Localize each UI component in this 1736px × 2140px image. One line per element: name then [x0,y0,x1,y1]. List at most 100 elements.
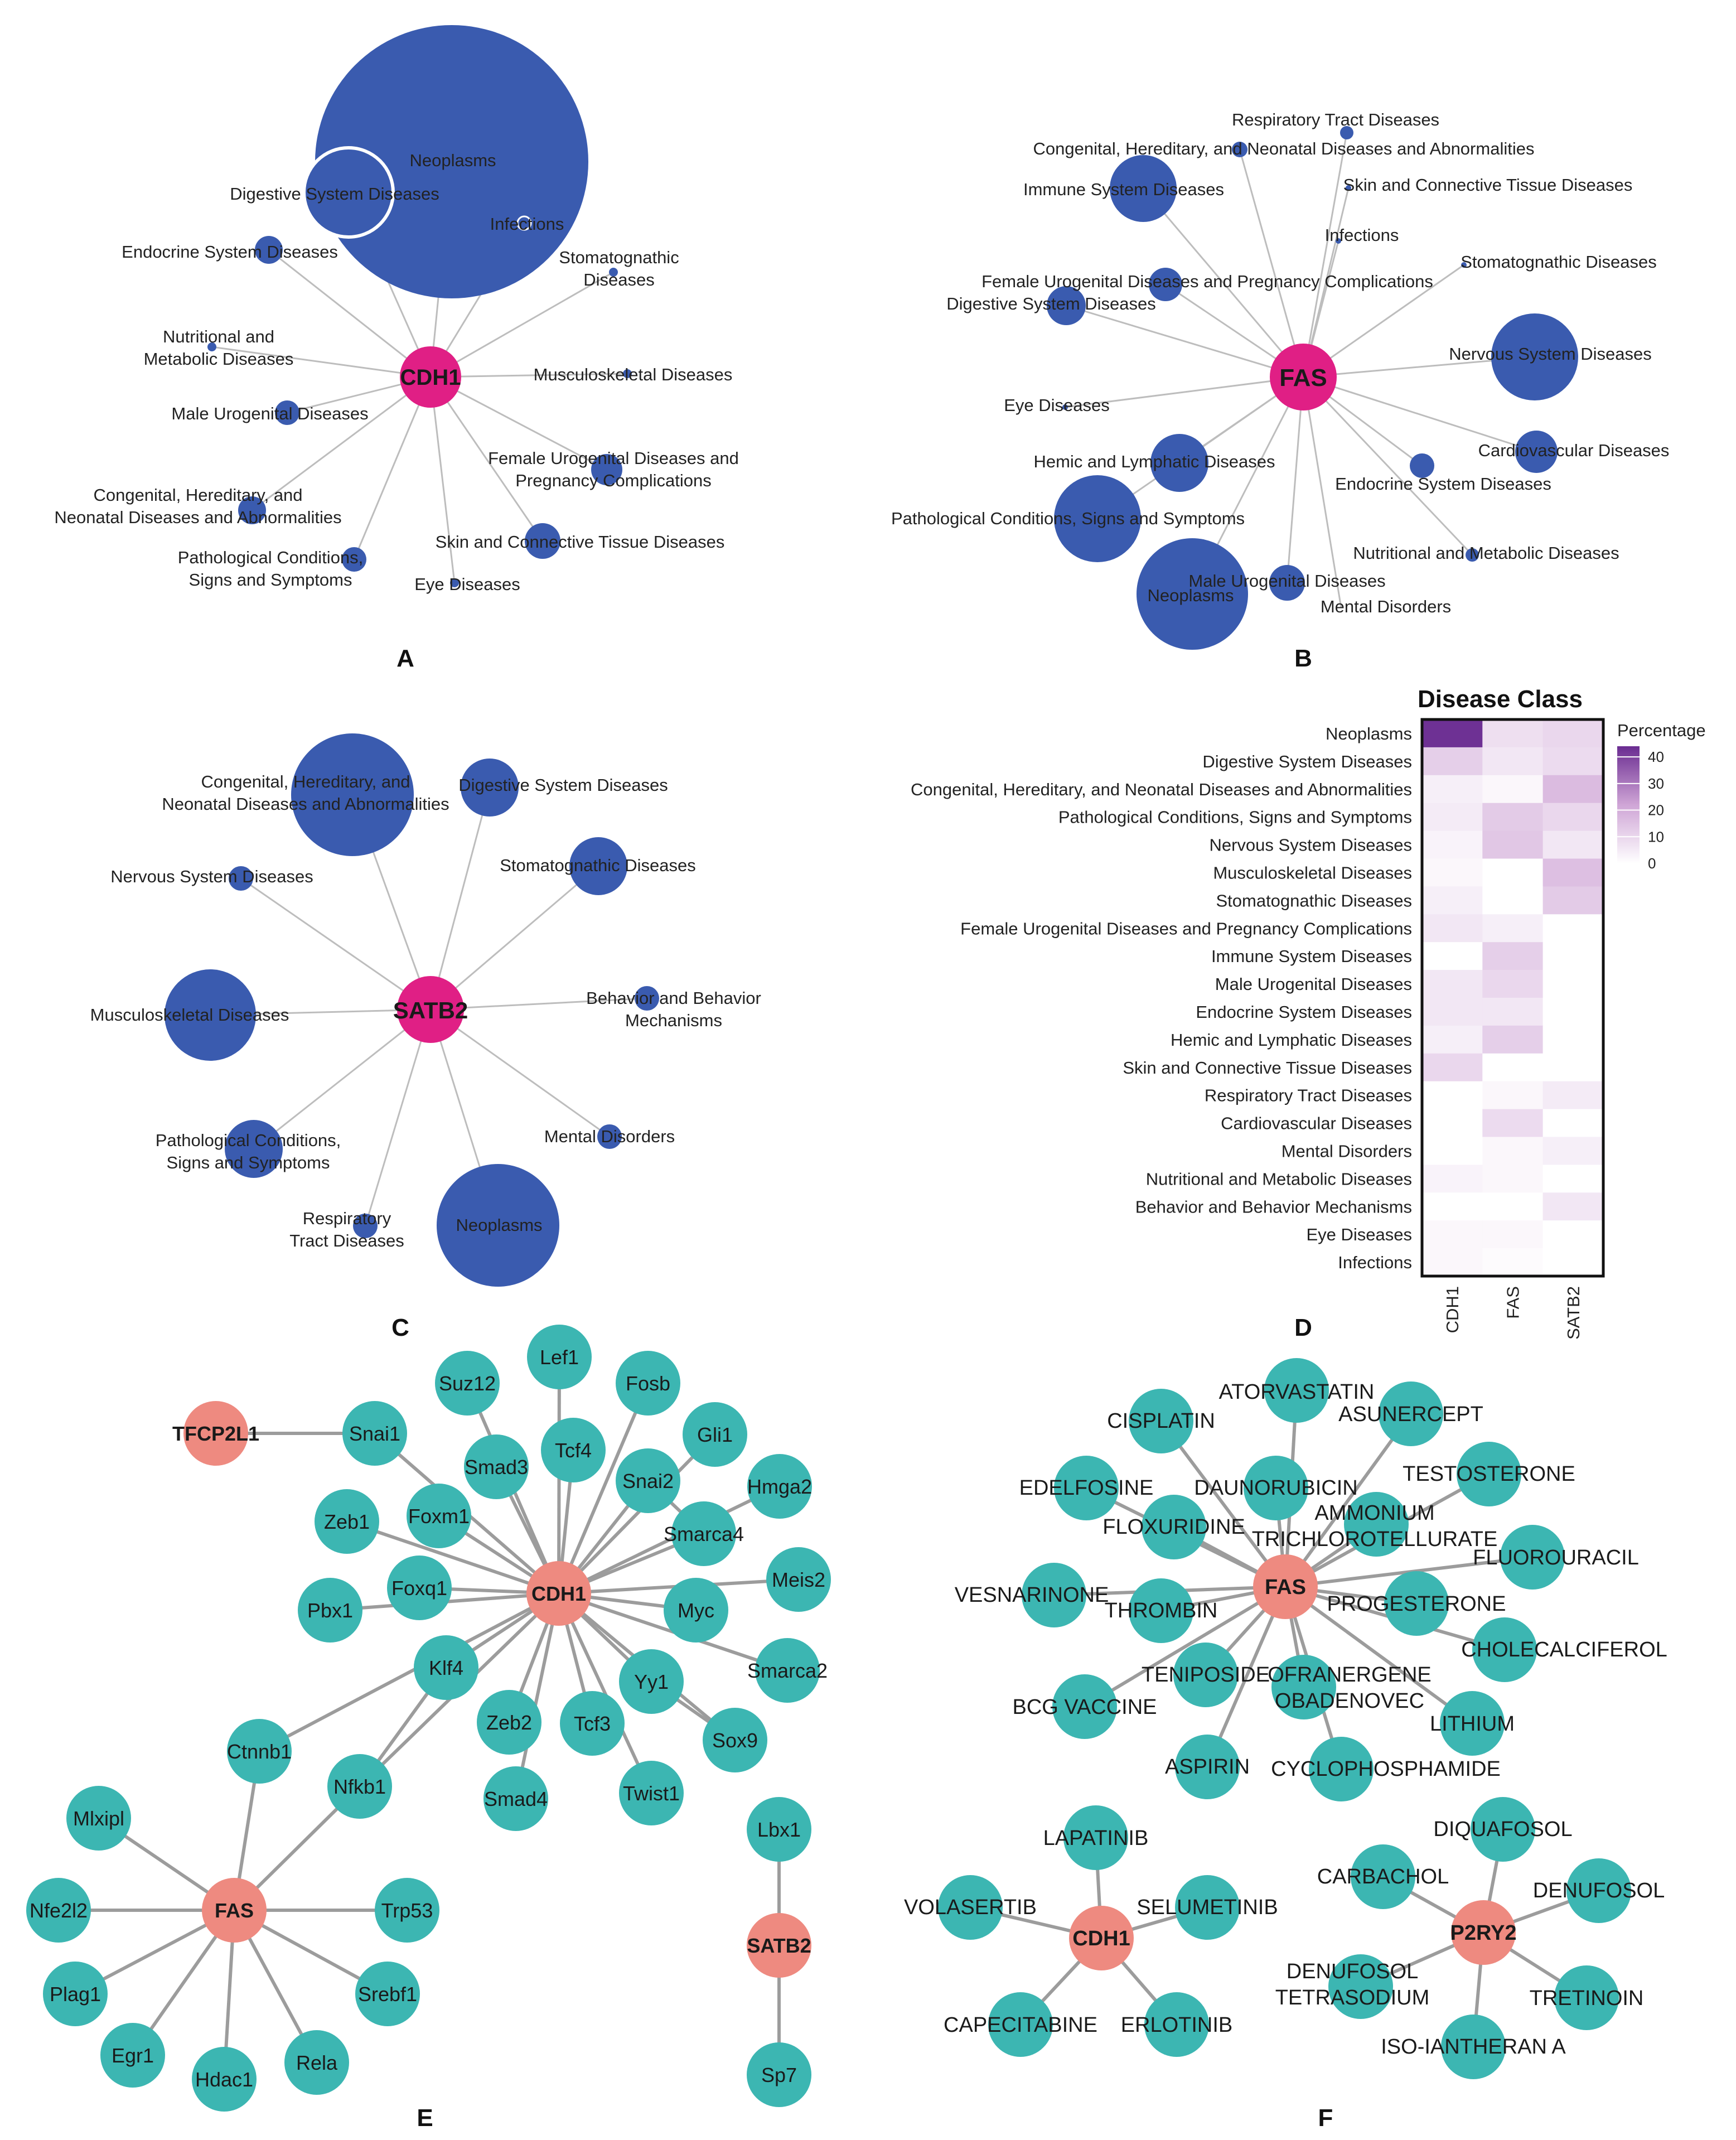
node-neoplasms [437,1164,559,1287]
label: Eye Diseases [414,574,520,594]
tf-label: Mlxipl [73,1807,124,1830]
heatmap-cell [1542,1109,1604,1137]
tf-node [527,1325,592,1389]
panel-label-d: D [1294,1314,1312,1341]
heatmap-row-label: Female Urogenital Diseases and Pregnancy… [960,919,1412,938]
heatmap-cell [1542,858,1604,887]
heatmap-cell [1542,775,1604,804]
hub-fas [1270,344,1337,410]
label: Eye Diseases [1004,395,1110,415]
node-pathological-conditions [225,1120,283,1178]
label: Infections [490,214,564,234]
heatmap-cell [1542,942,1604,970]
tf-node [541,1418,606,1482]
tf-label: Sp7 [761,2064,797,2086]
label: Cardiovascular Diseases [1478,441,1670,460]
tf-label: Zeb1 [324,1510,370,1533]
tf-label: Suz12 [439,1372,496,1395]
drug-label: TENIPOSIDE [1142,1663,1270,1687]
heatmap-row-label: Musculoskeletal Diseases [1213,863,1412,882]
heatmap-row-label: Nutritional and Metabolic Diseases [1146,1169,1412,1189]
tf-label: Pbx1 [307,1599,353,1622]
label-line2: Signs and Symptoms [167,1153,330,1172]
drug-node [1457,1442,1521,1506]
heatmap-cell [1542,1220,1604,1249]
hub-label: CDH1 [400,365,461,390]
node-mental-disorders [597,1124,622,1149]
node-digestive-system [461,759,519,817]
drug-node [1441,2015,1506,2079]
tf-label: Snai1 [349,1422,400,1445]
heatmap-row-label: Behavior and Behavior Mechanisms [1135,1197,1412,1216]
panel-e-nodes [26,1325,831,2112]
legend-tick-label: 10 [1648,828,1664,845]
node-stomatognathic [1461,262,1467,268]
drug-label: THROMBIN [1105,1599,1218,1622]
label: Digestive System Diseases [230,184,439,204]
drug-label: FLOXURIDINE [1102,1515,1245,1539]
node-congenital-diseases [238,496,266,524]
panel-a-network: CDH1 Neoplasms Digestive System Diseases… [54,25,739,672]
label-line2: Signs and Symptoms [189,570,352,590]
heatmap-cell [1542,886,1604,915]
label: Male Urogenital Diseases [1188,571,1385,591]
tf-label: Trp53 [381,1899,433,1922]
heatmap-row-label: Hemic and Lymphatic Diseases [1171,1030,1412,1050]
tf-node [100,2023,165,2088]
tf-node [560,1691,625,1756]
tf-label: Tcf4 [555,1439,592,1462]
heatmap-row-label: Mental Disorders [1282,1141,1412,1161]
tf-label: Twist1 [623,1782,680,1805]
tf-label: Myc [678,1599,714,1622]
drug-node [1129,1389,1193,1453]
drug-node [1175,1735,1240,1799]
hub-cdh1 [1069,1906,1134,1970]
heatmap-cell [1542,830,1604,859]
drug-label: PROGESTERONE [1327,1592,1506,1616]
label: Female Urogenital Diseases and Pregnancy… [981,272,1433,291]
tf-node [683,1402,747,1467]
drug-label: CHOLECALCIFEROL [1461,1638,1667,1661]
heatmap-cell [1482,914,1544,943]
heatmap-cell [1482,803,1544,832]
node-endocrine-system [1410,453,1434,478]
label: Digestive System Diseases [458,775,668,795]
hub-label: SATB2 [393,997,468,1023]
heatmap-row-label: Endocrine System Diseases [1196,1002,1412,1022]
label: Infections [1325,225,1399,245]
node-eye-diseases [450,578,459,587]
drug-node [1379,1381,1443,1446]
tf-node [747,1797,811,1862]
drug-node [1052,1674,1117,1739]
tf-node [619,1761,684,1825]
heatmap-row-label: Pathological Conditions, Signs and Sympt… [1058,808,1412,827]
heatmap-cell [1542,1165,1604,1193]
heatmap-row-label: Infections [1338,1253,1412,1272]
node-skin-connective [1346,185,1351,191]
tf-node [284,2030,349,2095]
tf-node [327,1754,392,1819]
tf-label: Smarca2 [747,1659,828,1682]
node-behavior [635,986,659,1011]
drug-label: ASUNERCEPT [1338,1403,1483,1426]
legend-colorbar [1617,746,1640,863]
legend-tick-label: 0 [1648,855,1656,872]
node-stomatognathic-diseases [609,268,618,277]
tf-node [26,1878,91,1943]
node-congenital [291,733,414,856]
heatmap-cell [1542,914,1604,943]
tf-node [477,1690,541,1755]
tf-node [703,1708,767,1772]
drug-label: ASPIRIN [1165,1755,1250,1779]
hub-satb2 [747,1913,811,1978]
heatmap-cell [1482,1081,1544,1110]
heatmap-cell [1422,1137,1483,1165]
heatmap-cell [1482,719,1544,748]
tf-label: Klf4 [429,1656,463,1679]
drug-node [1328,1954,1393,2019]
tf-label: Lbx1 [757,1818,801,1841]
drug-node [1244,1456,1308,1520]
hub-label: CDH1 [531,1582,586,1605]
tf-label: Nfe2l2 [30,1899,88,1922]
